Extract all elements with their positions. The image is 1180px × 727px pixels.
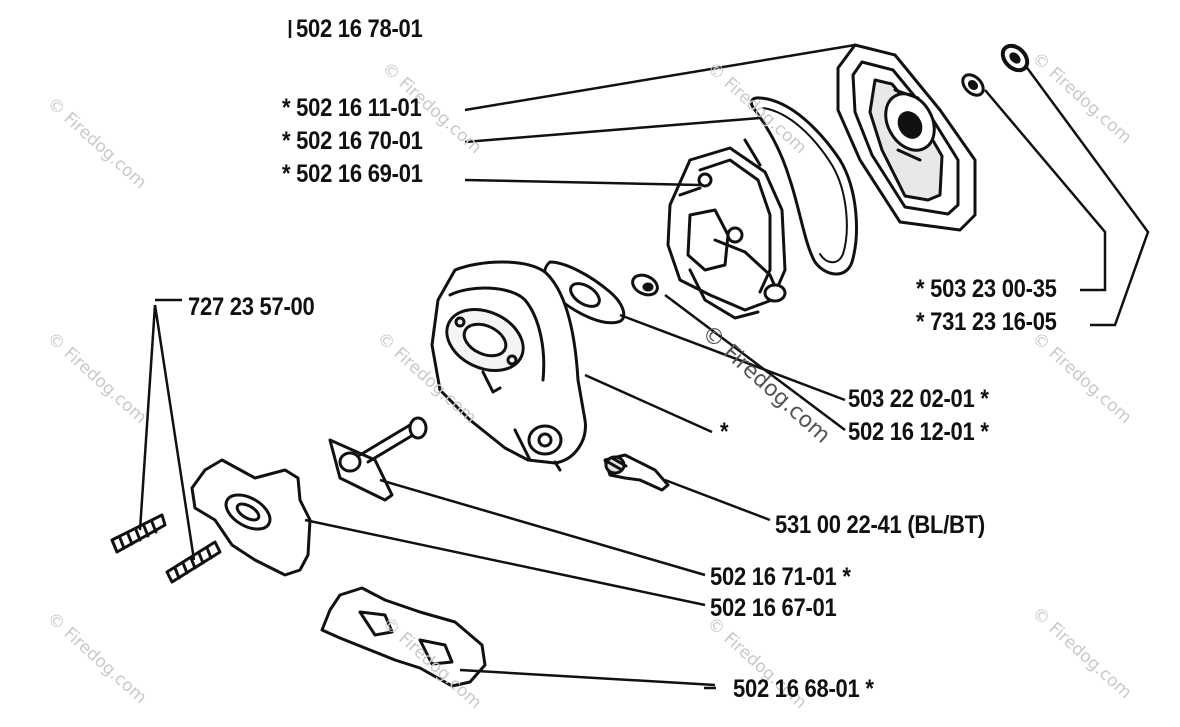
part-label-502167101: 502 16 71-01 * [710, 563, 851, 591]
part-label-502161101: * 502 16 11-01 [282, 94, 422, 122]
part-label-star: * [720, 418, 729, 446]
part-label-502167001: * 502 16 70-01 [282, 127, 423, 155]
part-label-502166801: 502 16 68-01 * [733, 675, 874, 703]
part-label-503230035: * 503 23 00-35 [916, 275, 1057, 303]
filter-gasket-part [749, 96, 858, 276]
carburetor-part [666, 138, 787, 320]
heat-shield-part [190, 458, 312, 577]
part-label-531002241: 531 00 22-41 (BL/BT) [775, 511, 985, 539]
linkage-part [603, 453, 670, 492]
header-part-number: 502 16 78-01 [296, 15, 423, 43]
part-label-503220201: 503 22 02-01 * [848, 385, 989, 413]
part-label-502161201: 502 16 12-01 * [848, 418, 989, 446]
choke-plate-part [328, 416, 428, 502]
air-filter-part [836, 43, 977, 232]
part-label-502166901: * 502 16 69-01 [282, 160, 423, 188]
base-gasket-part [320, 586, 487, 688]
studs-part [110, 513, 222, 584]
leader-lines [138, 20, 1150, 690]
part-label-502166701: 502 16 67-01 [710, 594, 837, 622]
intake-housing-part [430, 260, 587, 472]
part-label-731231605: * 731 23 16-05 [916, 308, 1057, 336]
part-label-727235700: 727 23 57-00 [188, 293, 315, 321]
